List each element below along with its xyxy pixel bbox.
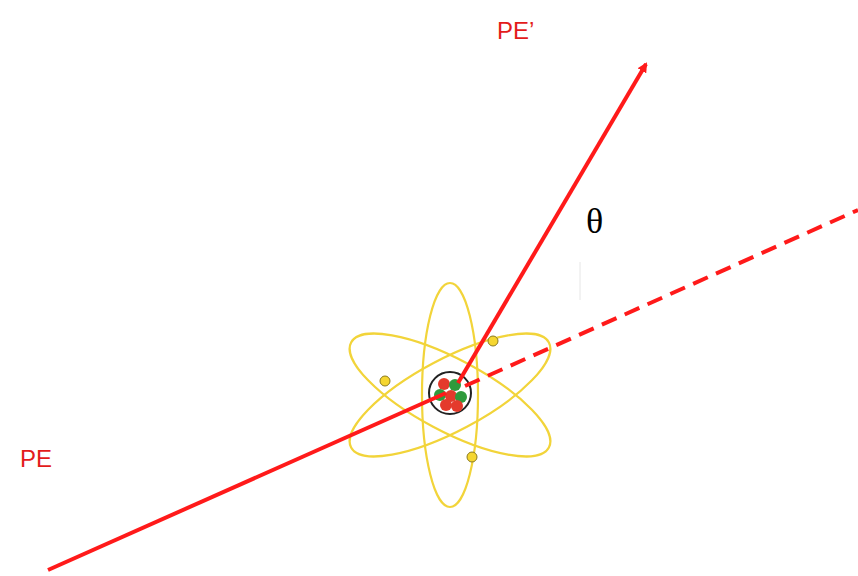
guide-tick: [580, 262, 581, 300]
electron: [467, 452, 477, 462]
incoming-path: [48, 393, 446, 570]
proton: [451, 400, 463, 412]
orbit: [334, 311, 566, 480]
proton: [440, 399, 452, 411]
electron: [488, 336, 498, 346]
scattered-path: [458, 64, 646, 383]
electrons: [380, 336, 498, 462]
particle-label: PE’: [497, 19, 534, 43]
orbit: [422, 283, 478, 507]
orbit: [334, 311, 566, 480]
nucleus-shell: [429, 372, 471, 414]
particle-label: PE: [20, 447, 52, 471]
nucleus: [429, 372, 471, 414]
electron: [380, 376, 390, 386]
angle-label: θ: [586, 203, 603, 239]
undeflected-path: [465, 210, 858, 386]
proton: [438, 378, 450, 390]
electron-orbits: [334, 283, 566, 507]
